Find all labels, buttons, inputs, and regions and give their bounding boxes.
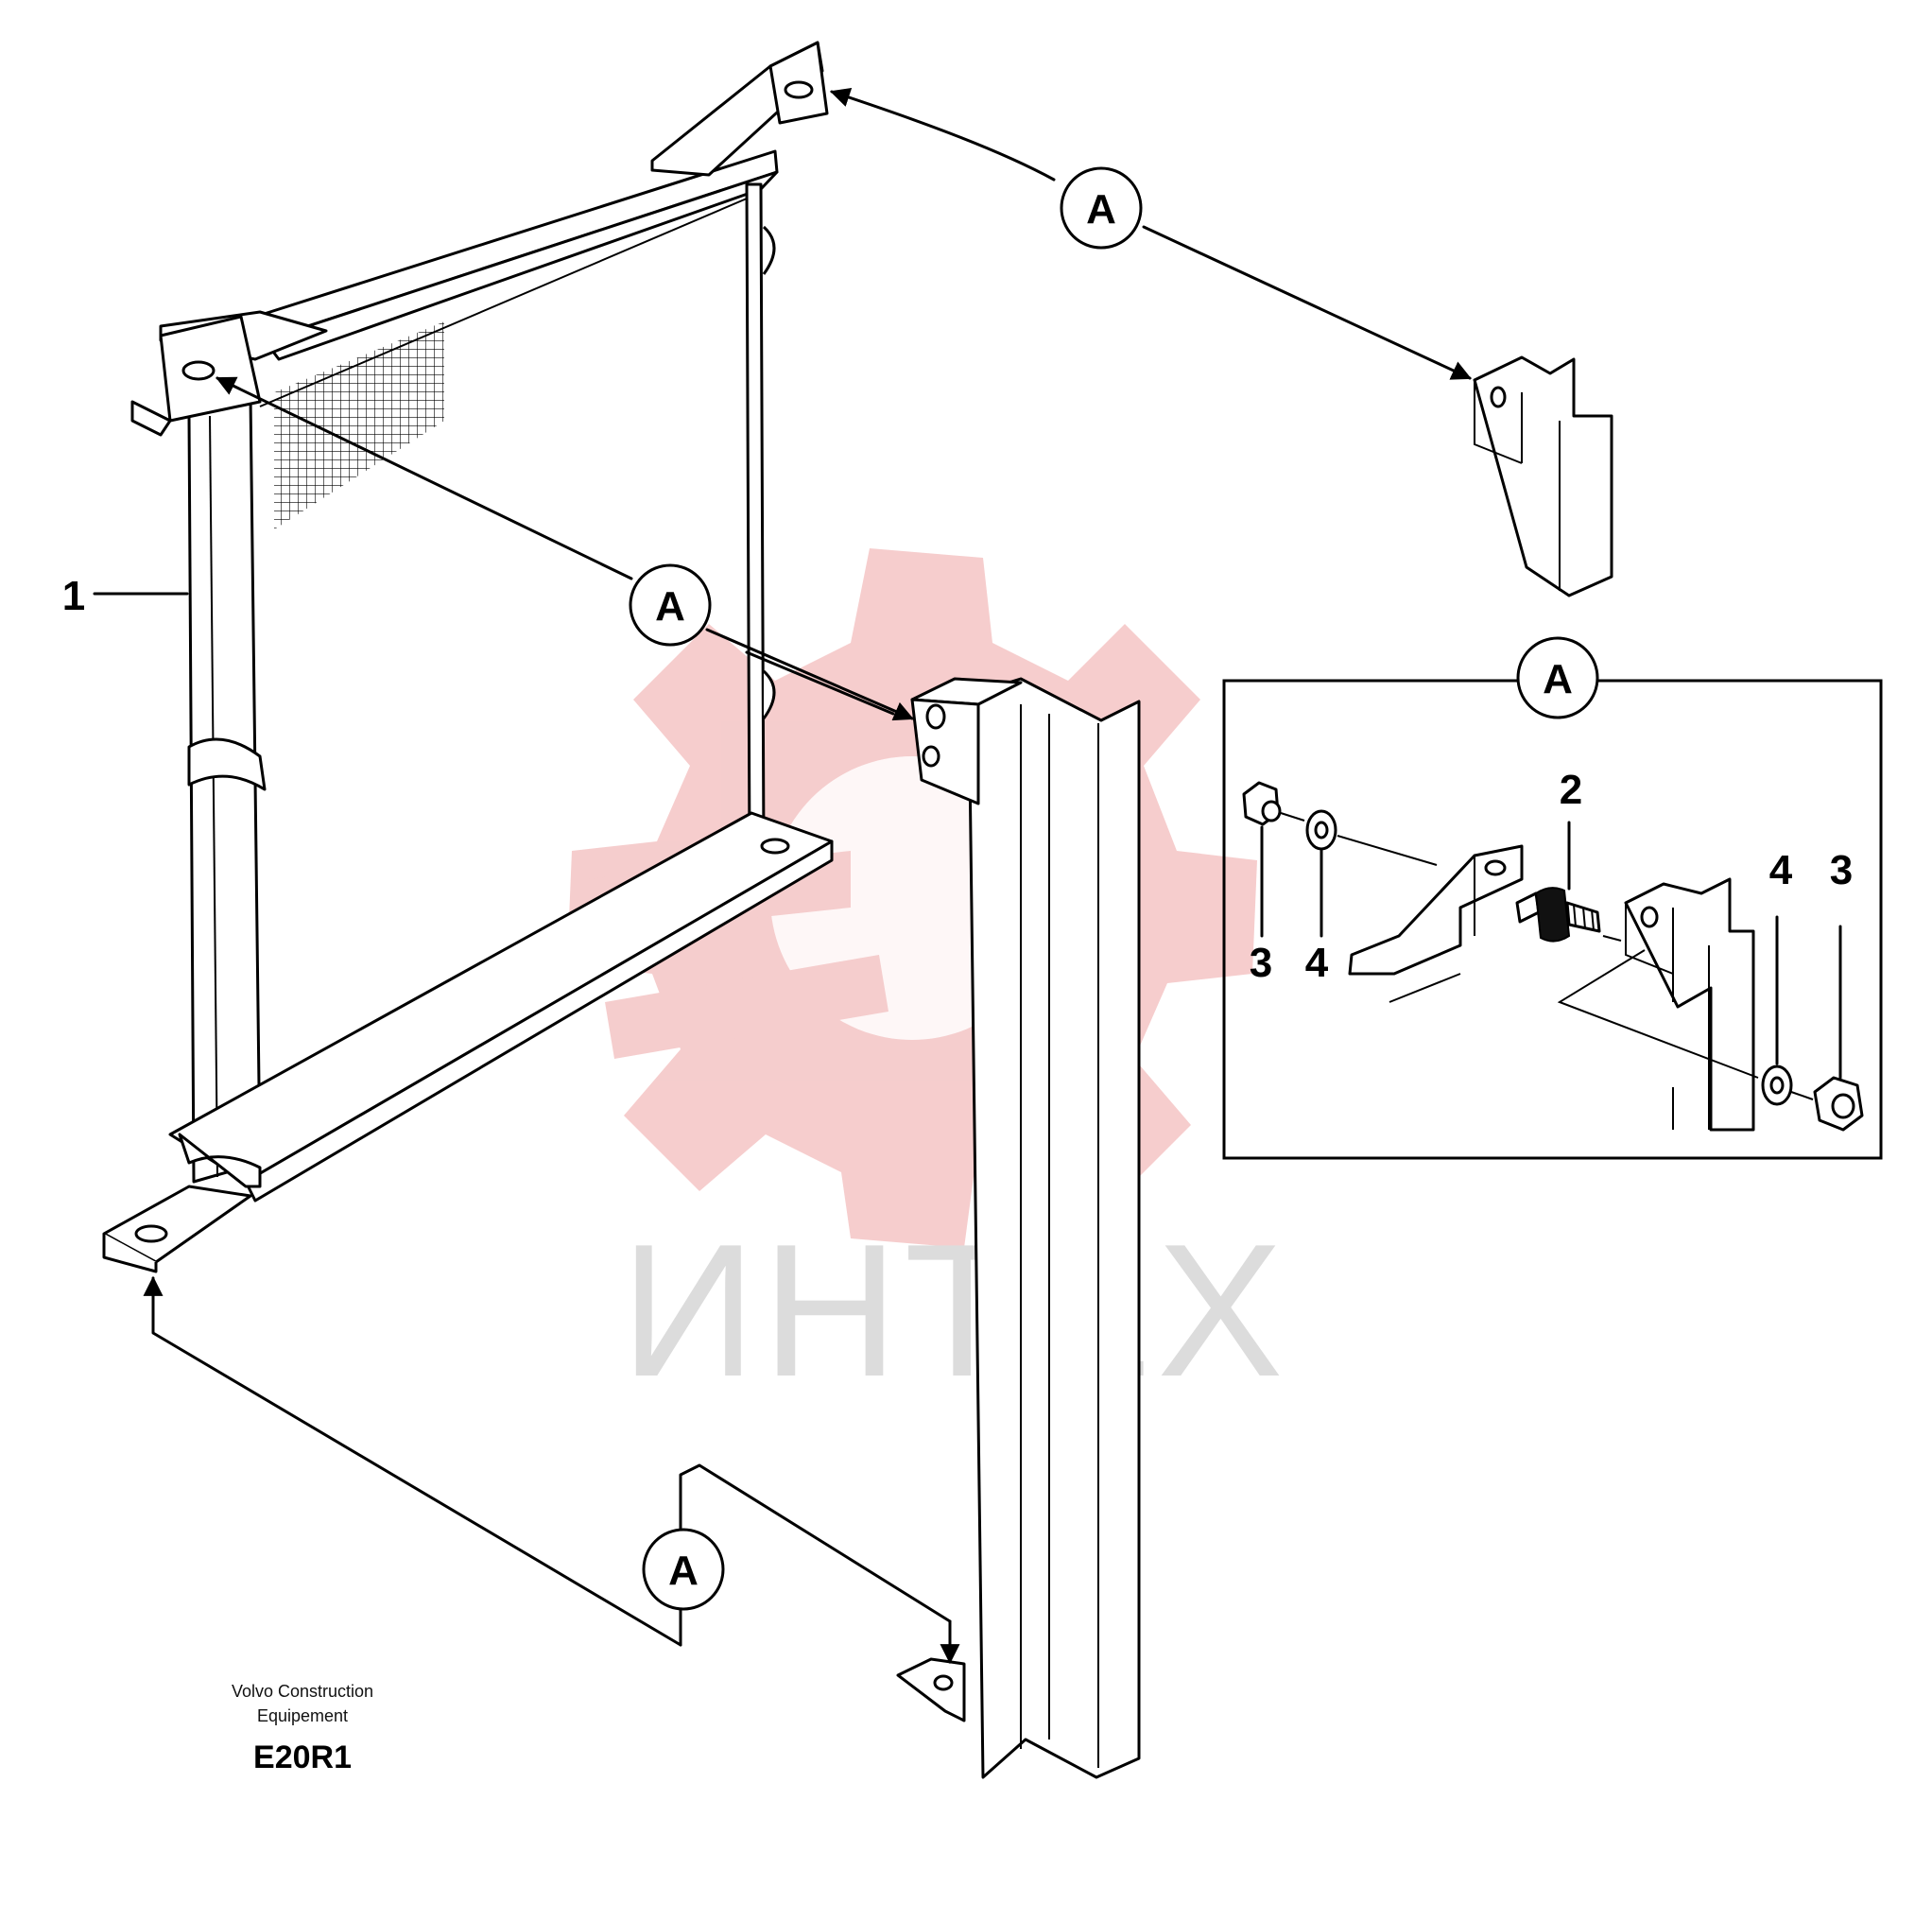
footer-company-line1: Volvo Construction xyxy=(231,1682,374,1701)
footer-diagram-code: E20R1 xyxy=(253,1739,352,1775)
detail-post xyxy=(1624,877,1755,1132)
callout-a-detail: A xyxy=(1516,636,1599,719)
nut-left xyxy=(1242,781,1282,826)
callout-a-bottom: A xyxy=(642,1528,725,1611)
connection-lines xyxy=(93,87,1472,1665)
footer-company-line2: Equipement xyxy=(256,1706,349,1725)
part-number-3-right: 3 xyxy=(1830,847,1853,893)
part-number-1: 1 xyxy=(62,573,85,619)
part-number-4-right: 4 xyxy=(1769,847,1793,893)
svg-text:A: A xyxy=(1543,656,1573,702)
washer-right xyxy=(1761,1064,1793,1106)
watermark-text: ИНТЕХ xyxy=(620,1205,1288,1416)
nut-right xyxy=(1813,1076,1864,1132)
damper xyxy=(1515,887,1601,943)
detail-box xyxy=(1222,679,1883,1160)
radiator xyxy=(102,41,834,1273)
svg-text:A: A xyxy=(668,1548,699,1594)
svg-text:A: A xyxy=(1086,186,1116,233)
svg-text:A: A xyxy=(655,583,685,630)
part-number-4-left: 4 xyxy=(1305,940,1329,986)
part-number-2: 2 xyxy=(1560,767,1582,813)
radiator-core-mesh xyxy=(274,321,444,529)
part-number-3-left: 3 xyxy=(1250,940,1272,986)
washer-left xyxy=(1305,809,1337,851)
top-bracket xyxy=(1473,355,1613,597)
side-post xyxy=(896,677,1141,1779)
callout-a-top: A xyxy=(1060,166,1143,250)
detail-angle-bracket xyxy=(1348,844,1524,1003)
callout-a-middle: A xyxy=(629,563,712,647)
